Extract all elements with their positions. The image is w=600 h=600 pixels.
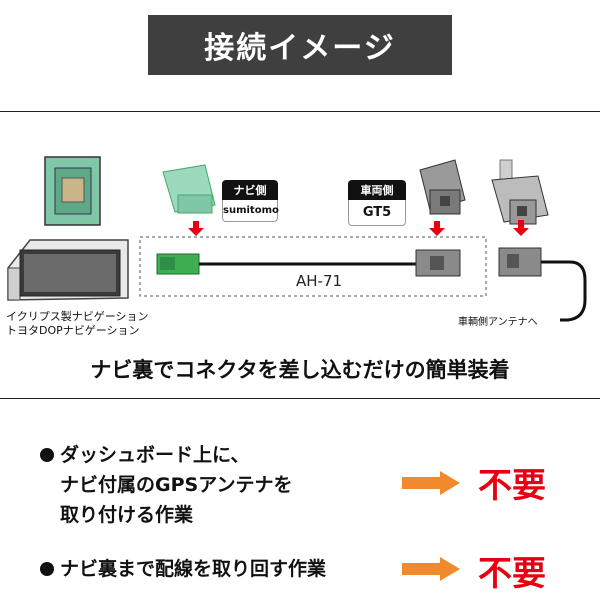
item1-line1: ダッシュボード上に、 (60, 444, 250, 466)
navi-side-tag-title: ナビ側 (222, 180, 278, 200)
navi-side-plug (162, 164, 216, 236)
divider-top (0, 111, 600, 112)
divider-bottom (0, 398, 600, 399)
antenna-label: 車輌側アンテナへ (458, 317, 538, 328)
car-side-plug (415, 159, 466, 277)
car-side-tag-title: 車両側 (348, 180, 406, 200)
car-side-tag-value: GT5 (348, 200, 406, 226)
result-badge-2: 不要 (478, 554, 546, 594)
item1-line3: 取り付ける作業 (60, 504, 194, 526)
list-item: ダッシュボード上に、 ナビ付属のGPSアンテナを 取り付ける作業 (40, 440, 292, 530)
car-side-tag: 車両側 GT5 (348, 180, 406, 226)
result-badge-1: 不要 (478, 466, 546, 506)
green-connector-closeup (44, 156, 101, 226)
page-title: 接続イメージ (148, 15, 452, 75)
item1-line2: ナビ付属のGPSアンテナを (60, 474, 293, 496)
arrow-right-icon (402, 471, 460, 495)
bullet-icon (40, 562, 54, 576)
navi-side-tag-value: sumitomo (222, 200, 279, 222)
arrow-right-icon (402, 557, 460, 581)
navi-unit-illustration (7, 239, 129, 301)
navi-label-line2: トヨタDOPナビゲーション (6, 324, 140, 337)
list-item: ナビ裏まで配線を取り回す作業 (40, 554, 326, 584)
antenna-connector (491, 159, 587, 322)
item2-line1: ナビ裏まで配線を取り回す作業 (60, 558, 327, 580)
bullet-icon (40, 448, 54, 462)
navi-side-tag: ナビ側 sumitomo (222, 180, 279, 222)
headline: ナビ裏でコネクタを差し込むだけの簡単装着 (90, 358, 510, 382)
cable-label: AH-71 (296, 272, 343, 290)
navi-label-line1: イクリプス製ナビゲーション (6, 310, 149, 323)
